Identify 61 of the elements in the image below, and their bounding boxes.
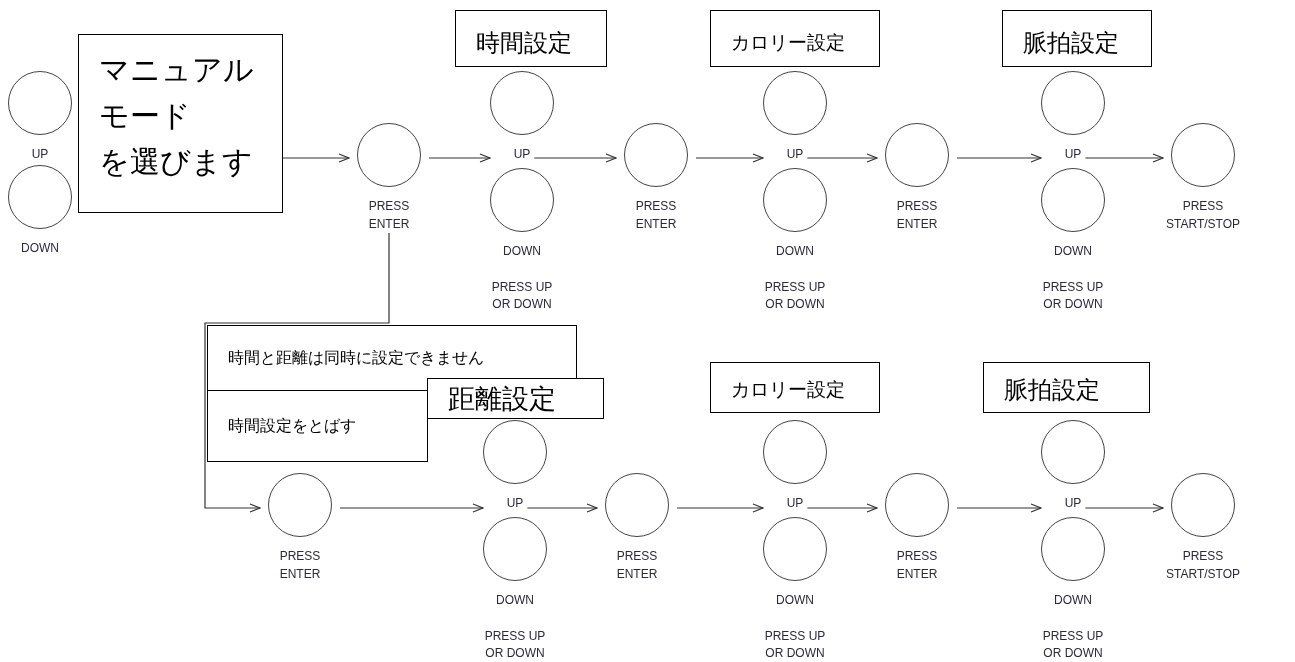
text-box <box>455 10 607 67</box>
box-text: 距離設定 <box>448 381 556 416</box>
box-text: 時間設定をとばす <box>228 415 356 437</box>
button-label: UP <box>786 146 804 163</box>
button-label: UP <box>506 495 524 512</box>
text-box <box>427 378 604 419</box>
button-label: DOWN <box>496 592 534 609</box>
button-label: UP <box>31 146 49 163</box>
box-text: モード <box>99 97 191 135</box>
text-box <box>983 362 1150 413</box>
button-label: PRESS ENTER <box>895 548 939 583</box>
button-label: PRESS START/STOP <box>1165 198 1241 233</box>
arrow <box>956 153 1042 163</box>
button-label: UP <box>1064 146 1082 163</box>
box-text: 脈拍設定 <box>1004 374 1100 406</box>
box-text: カロリー設定 <box>731 30 845 56</box>
button-label: DOWN <box>503 243 541 260</box>
button-label: DOWN <box>21 240 59 257</box>
instruction-text: PRESS UP OR DOWN <box>483 628 547 662</box>
box-text: を選びます <box>99 143 253 181</box>
box-text: マニュアル <box>99 51 254 89</box>
text-box <box>710 362 880 413</box>
button-label: PRESS ENTER <box>634 198 678 233</box>
arrow <box>204 232 390 513</box>
arrow <box>676 503 764 513</box>
button-label: PRESS ENTER <box>615 548 659 583</box>
instruction-text: PRESS UP OR DOWN <box>490 279 554 313</box>
button-label: PRESS ENTER <box>895 198 939 233</box>
arrow <box>806 503 878 513</box>
arrow <box>806 153 878 163</box>
button-label: DOWN <box>1054 592 1092 609</box>
arrow <box>428 153 491 163</box>
arrow <box>1084 503 1164 513</box>
button-label: PRESS START/STOP <box>1165 548 1241 583</box>
button-label: PRESS ENTER <box>278 548 322 583</box>
box-text: カロリー設定 <box>731 377 845 403</box>
text-box <box>710 10 880 67</box>
arrow <box>1084 153 1164 163</box>
box-text: 時間と距離は同時に設定できません <box>228 347 484 369</box>
arrow <box>282 153 350 163</box>
box-text: 脈拍設定 <box>1023 27 1119 59</box>
button-label: UP <box>786 495 804 512</box>
button-label: DOWN <box>776 243 814 260</box>
arrow <box>339 503 484 513</box>
button-label: DOWN <box>776 592 814 609</box>
arrow <box>695 153 764 163</box>
text-box <box>207 390 428 462</box>
text-box <box>78 34 283 213</box>
text-box <box>1002 10 1152 67</box>
instruction-text: PRESS UP OR DOWN <box>763 279 827 313</box>
arrow <box>956 503 1042 513</box>
button-label: PRESS ENTER <box>367 198 411 233</box>
button-label: UP <box>513 146 531 163</box>
instruction-text: PRESS UP OR DOWN <box>1041 279 1105 313</box>
box-text: 時間設定 <box>476 27 572 59</box>
instruction-text: PRESS UP OR DOWN <box>1041 628 1105 662</box>
instruction-text: PRESS UP OR DOWN <box>763 628 827 662</box>
button-label: DOWN <box>1054 243 1092 260</box>
button-label: UP <box>1064 495 1082 512</box>
arrow <box>526 503 598 513</box>
arrow <box>533 153 617 163</box>
